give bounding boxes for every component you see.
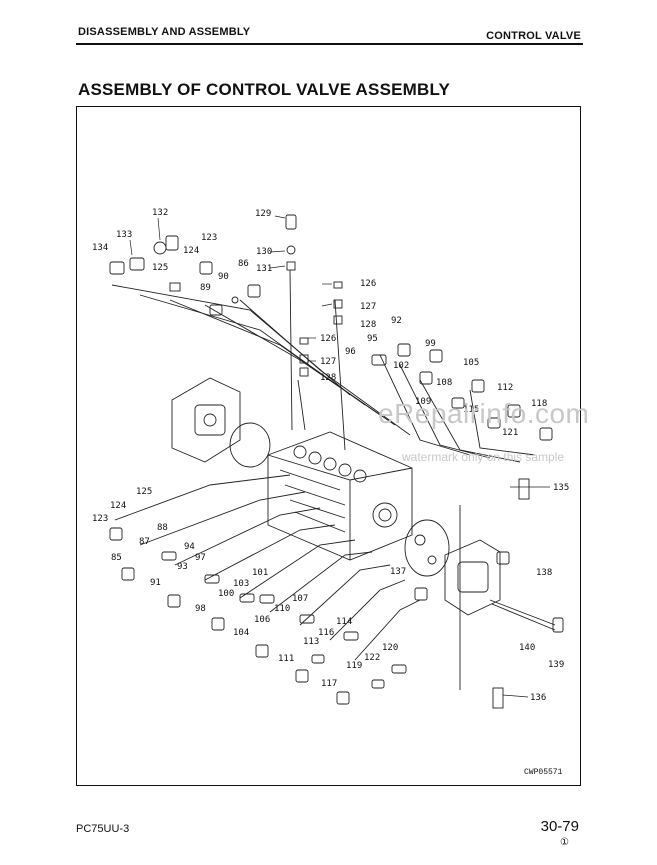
- part-label: 139: [548, 660, 564, 670]
- page-number: 30-79: [540, 818, 579, 835]
- leader-line: [289, 269, 293, 431]
- figure-frame: [76, 106, 581, 786]
- part-label: 105: [463, 358, 479, 368]
- part-label: 106: [254, 615, 270, 625]
- part-label: 126: [360, 279, 376, 289]
- part-label: 98: [195, 604, 206, 614]
- part-label: 117: [321, 679, 337, 689]
- part-label: 90: [218, 272, 229, 282]
- part-label: 97: [195, 553, 206, 563]
- watermark-subtext: watermark only on this sample: [402, 450, 565, 464]
- part-label: 134: [92, 243, 108, 253]
- header-chapter-title: CONTROL VALVE: [486, 30, 581, 42]
- part-label: 113: [303, 637, 319, 647]
- end-cover-right: [444, 539, 501, 616]
- leader-line: [354, 599, 421, 661]
- page-title: ASSEMBLY OF CONTROL VALVE ASSEMBLY: [78, 80, 451, 99]
- part-label: 115: [463, 405, 479, 415]
- part-label: 86: [238, 259, 249, 269]
- leader-line: [334, 299, 346, 451]
- revision-mark: ①: [560, 837, 569, 848]
- leader-line: [111, 284, 351, 396]
- part-label: 119: [346, 661, 362, 671]
- part-label: 118: [531, 399, 547, 409]
- part-label: 140: [519, 643, 535, 653]
- part-label: 111: [278, 654, 294, 664]
- part-label: 92: [391, 316, 402, 326]
- part-label: 91: [150, 578, 161, 588]
- o-ring: [229, 422, 271, 468]
- part-label: 94: [184, 542, 195, 552]
- part-label: 85: [111, 553, 122, 563]
- part-label: 108: [436, 378, 452, 388]
- part-label: 89: [200, 283, 211, 293]
- part-label: 125: [136, 487, 152, 497]
- part-label: 135: [553, 483, 569, 493]
- leader-line: [174, 507, 321, 566]
- part-label: 128: [320, 373, 336, 383]
- part-label: 124: [110, 501, 126, 511]
- part-label: 114: [336, 617, 352, 627]
- part-label: 109: [415, 397, 431, 407]
- part-label: 138: [536, 568, 552, 578]
- part-label: 93: [177, 562, 188, 572]
- part-labels: 132 133 134 123 124 125 86 89 90 129 130…: [92, 208, 569, 703]
- part-label: 103: [233, 579, 249, 589]
- gasket-plate: [404, 519, 450, 577]
- part-label: 128: [360, 320, 376, 330]
- part-label: 136: [530, 693, 546, 703]
- leader-line: [419, 379, 521, 463]
- part-label: 112: [497, 383, 513, 393]
- watermark-text: eRepairinfo.com: [378, 398, 590, 429]
- part-label: 124: [183, 246, 199, 256]
- leader-line: [139, 491, 306, 546]
- leader-line: [469, 389, 536, 456]
- part-label: 120: [382, 643, 398, 653]
- part-label: 127: [320, 357, 336, 367]
- footer-model: PC75UU-3: [76, 823, 130, 835]
- leader-line: [399, 364, 491, 459]
- leader-line: [379, 354, 471, 456]
- leader-line: [299, 564, 391, 626]
- end-cover-left: [171, 377, 241, 463]
- part-label: 126: [320, 334, 336, 344]
- part-label: 101: [252, 568, 268, 578]
- part-label: 123: [92, 514, 108, 524]
- part-label: 121: [502, 428, 518, 438]
- part-label: 100: [218, 589, 234, 599]
- leader-line: [269, 551, 373, 613]
- part-label: 95: [367, 334, 378, 344]
- part-label: 131: [256, 264, 272, 274]
- part-label: 102: [393, 361, 409, 371]
- leader-line: [239, 539, 356, 599]
- part-label: 133: [116, 230, 132, 240]
- part-label: 132: [152, 208, 168, 218]
- header-rule: [76, 43, 583, 45]
- leader-line: [297, 379, 306, 431]
- part-label: 96: [345, 347, 356, 357]
- part-label: 99: [425, 339, 436, 349]
- leader-line: [239, 299, 411, 436]
- part-label: 116: [318, 628, 334, 638]
- part-label: 104: [233, 628, 249, 638]
- part-label: 125: [152, 263, 168, 273]
- part-label: 88: [157, 523, 168, 533]
- part-label: 137: [390, 567, 406, 577]
- leader-line: [169, 299, 381, 416]
- leader-line: [329, 579, 406, 641]
- header-section-title: DISASSEMBLY AND ASSEMBLY: [78, 26, 251, 38]
- valve-body: [267, 431, 413, 561]
- part-label: 129: [255, 209, 271, 219]
- part-label: 87: [139, 537, 150, 547]
- part-label: 110: [274, 604, 290, 614]
- figure-code: CWP05571: [524, 768, 563, 777]
- part-label: 107: [292, 594, 308, 604]
- part-label: 130: [256, 247, 272, 257]
- leader-line: [114, 474, 291, 521]
- leader-line: [204, 524, 336, 581]
- part-label: 122: [364, 653, 380, 663]
- part-label: 127: [360, 302, 376, 312]
- part-label: 123: [201, 233, 217, 243]
